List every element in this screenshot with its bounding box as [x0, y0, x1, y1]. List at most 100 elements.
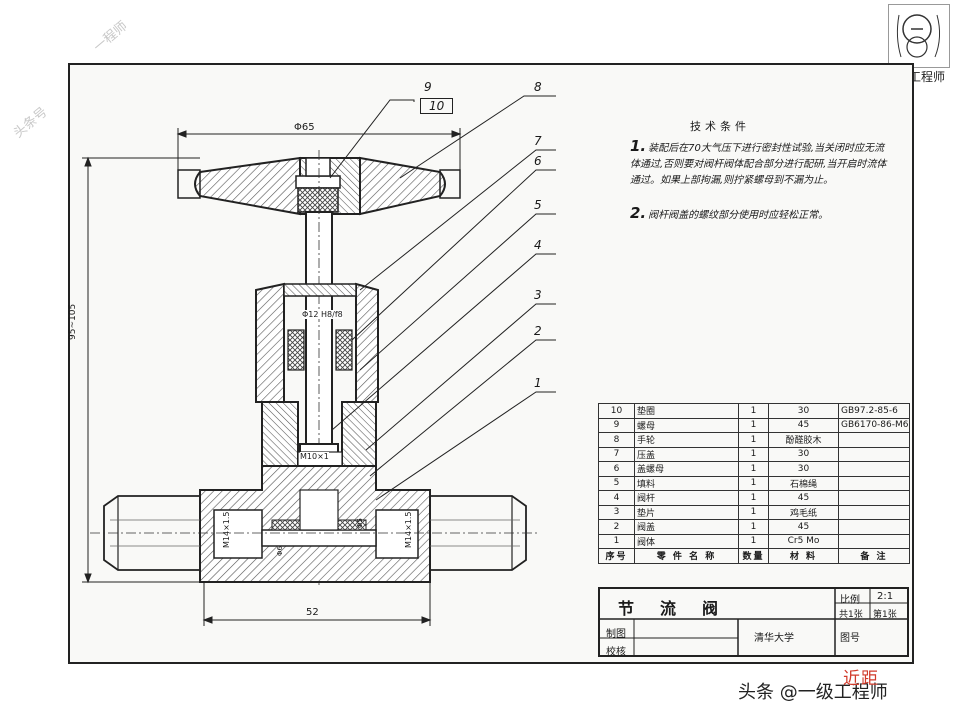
logo-seal	[888, 4, 950, 68]
parts-cell-qty: 1	[738, 533, 769, 549]
parts-cell-note	[838, 446, 910, 462]
checked-by-label: 校核	[606, 647, 626, 658]
parts-cell-note	[838, 490, 910, 506]
tech-requirement-number: 1.	[630, 137, 647, 155]
parts-cell-qty: 1	[738, 432, 769, 448]
parts-cell-qty: 1	[738, 519, 769, 535]
callout-7: 7	[534, 134, 542, 148]
parts-header-cell: 零 件 名 称	[634, 548, 739, 564]
dim-stem-thread: M10×1	[300, 452, 329, 461]
parts-cell-qty: 1	[738, 403, 769, 419]
dim-seat-hole: Φ6	[276, 546, 284, 556]
callout-2: 2	[534, 324, 542, 338]
parts-cell-no: 6	[598, 461, 635, 477]
drawing-title: 节流阀	[618, 599, 745, 618]
parts-header-cell: 备 注	[838, 548, 910, 564]
callout-8: 8	[534, 80, 542, 94]
parts-cell-no: 5	[598, 475, 635, 491]
parts-cell-no: 2	[598, 519, 635, 535]
parts-cell-qty: 1	[738, 461, 769, 477]
callout-1: 1	[534, 376, 542, 390]
parts-cell-material: 酚醛胶木	[768, 432, 839, 448]
parts-cell-note	[838, 432, 910, 448]
dim-port-thread-left: M14×1.5	[222, 511, 231, 548]
parts-cell-qty: 1	[738, 446, 769, 462]
callout-10: 10	[420, 98, 454, 114]
parts-cell-note	[838, 533, 910, 549]
parts-cell-no: 9	[598, 417, 635, 433]
parts-cell-material: 30	[768, 403, 839, 419]
dim-handwheel-diameter: Φ65	[294, 122, 315, 133]
scale-value: 2:1	[877, 591, 894, 602]
parts-cell-qty: 1	[738, 504, 769, 520]
parts-cell-material: Cr5 Mo	[768, 533, 839, 549]
parts-header-cell: 序号	[598, 548, 635, 564]
callout-4: 4	[534, 238, 542, 252]
parts-cell-name: 螺母	[634, 417, 739, 433]
parts-cell-qty: 1	[738, 475, 769, 491]
logo-label: 工程师	[907, 68, 948, 85]
parts-cell-name: 压盖	[634, 446, 739, 462]
watermark-stamp: 近距	[843, 669, 879, 689]
seal-icon	[896, 14, 941, 58]
dim-stem-fit: Φ12 H8/f8	[302, 310, 343, 319]
tech-requirement-item: 1.装配后在70大气压下进行密封性试验,当关闭时应无流体通过,否则要对阀杆阀体配…	[630, 138, 892, 189]
title-block-grid	[598, 587, 909, 657]
cap-nut	[255, 282, 379, 403]
handwheel	[177, 156, 461, 216]
title-block: 节流阀 比例 2:1 共1张 第1张 制图 校核 清华大学 图号	[598, 587, 909, 658]
dim-body-length: 52	[306, 607, 319, 618]
parts-cell-material: 30	[768, 446, 839, 462]
tech-requirements-title: 技术条件	[690, 120, 750, 133]
parts-cell-note	[838, 504, 910, 520]
parts-cell-material: 石棉绳	[768, 475, 839, 491]
parts-cell-name: 填料	[634, 475, 739, 491]
watermark-bottom: 头条 @一级工程师	[738, 682, 888, 703]
tech-requirement-number: 2.	[630, 204, 647, 222]
parts-cell-no: 10	[598, 403, 635, 419]
parts-cell-name: 垫圈	[634, 403, 739, 419]
tech-requirement-item: 2.阀杆阀盖的螺纹部分使用时应轻松正常。	[630, 205, 892, 224]
parts-cell-name: 阀盖	[634, 519, 739, 535]
sheet-total: 共1张	[839, 610, 863, 620]
callout-3: 3	[534, 288, 542, 302]
drawn-by-label: 制图	[606, 629, 626, 640]
tech-requirement-text: 装配后在70大气压下进行密封性试验,当关闭时应无流体通过,否则要对阀杆阀体配合部…	[630, 143, 887, 186]
callout-5: 5	[534, 198, 542, 212]
parts-cell-name: 阀体	[634, 533, 739, 549]
parts-cell-no: 3	[598, 504, 635, 520]
parts-cell-name: 盖螺母	[634, 461, 739, 477]
parts-cell-material: 45	[768, 519, 839, 535]
parts-cell-note: GB97.2-85-6	[838, 403, 910, 419]
parts-header-cell: 材 料	[768, 548, 839, 564]
scale-label: 比例	[840, 595, 860, 606]
organization: 清华大学	[754, 633, 794, 644]
parts-cell-note: GB6170-86-M6	[838, 417, 910, 433]
bonnet	[261, 401, 377, 471]
parts-cell-note	[838, 475, 910, 491]
callout-6: 6	[534, 154, 542, 168]
drawing-number-label: 图号	[840, 633, 860, 644]
callout-leaders	[329, 95, 556, 501]
parts-cell-note	[838, 461, 910, 477]
parts-cell-material: 45	[768, 417, 839, 433]
parts-cell-name: 垫片	[634, 504, 739, 520]
valve-body	[199, 465, 431, 583]
parts-cell-no: 4	[598, 490, 635, 506]
sheet-number: 第1张	[873, 610, 897, 620]
parts-cell-no: 8	[598, 432, 635, 448]
parts-cell-material: 鸡毛纸	[768, 504, 839, 520]
parts-cell-material: 30	[768, 461, 839, 477]
tech-requirement-text: 阀杆阀盖的螺纹部分使用时应轻松正常。	[648, 210, 829, 221]
